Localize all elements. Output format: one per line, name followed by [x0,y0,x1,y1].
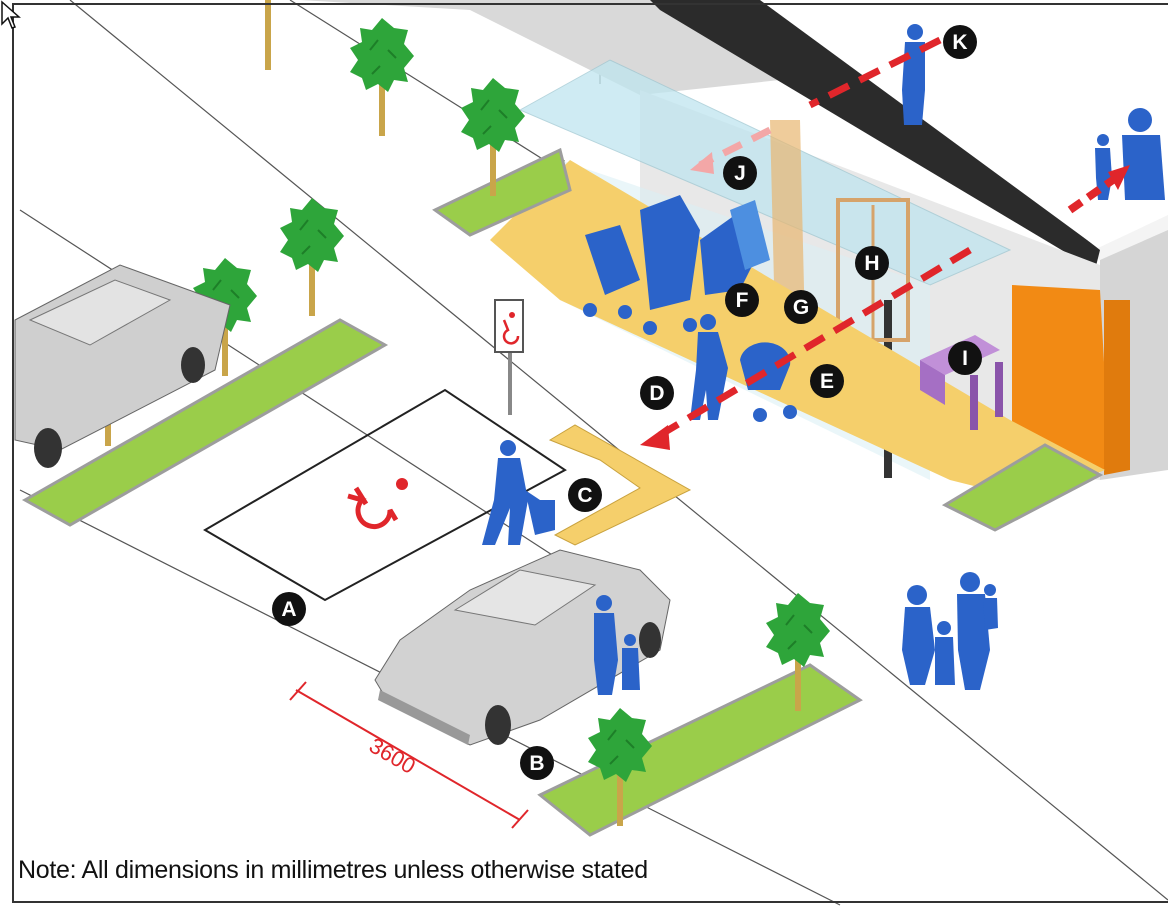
svg-text:J: J [734,162,746,185]
dimensions-note: Note: All dimensions in millimetres unle… [18,856,648,884]
svg-text:H: H [864,252,879,275]
callout-i: I [948,341,982,375]
callout-j: J [723,156,757,190]
mouse-pointer-icon [1,0,21,29]
callout-k: K [943,25,977,59]
callouts: A B C D E F G H I J K [272,25,982,780]
accessible-parking-sign [494,299,524,415]
door-orange [1012,285,1110,470]
svg-text:C: C [577,484,592,507]
callout-g: G [784,290,818,324]
callout-f: F [725,283,759,317]
wheelchair-symbol-icon [347,478,408,530]
callout-a: A [272,592,306,626]
svg-text:G: G [793,296,809,319]
svg-text:E: E [820,370,834,393]
trees [75,0,831,827]
parent-with-child-at-car [594,595,640,695]
svg-text:A: A [281,598,296,621]
svg-text:F: F [736,289,749,312]
parked-car-left [14,264,231,468]
dimension-label: 3600 [365,733,420,779]
svg-text:K: K [952,31,967,54]
svg-text:I: I [962,347,968,370]
callout-h: H [855,246,889,280]
background-building [300,0,780,95]
svg-text:B: B [529,752,544,775]
svg-text:D: D [649,382,664,405]
callout-c: C [568,478,602,512]
person-with-trolley [482,440,555,545]
frame-border [12,3,1168,903]
accessible-route-arrows [640,36,1130,450]
callout-e: E [810,364,844,398]
strollers [583,195,797,422]
accessible-parking-bay [203,388,567,602]
family-group [902,572,998,690]
callout-d: D [640,376,674,410]
people-figures [482,24,1165,695]
kerb-ramp [548,424,692,546]
person-on-balcony [902,24,925,125]
parked-car-front [374,549,671,746]
callout-b: B [520,746,554,780]
